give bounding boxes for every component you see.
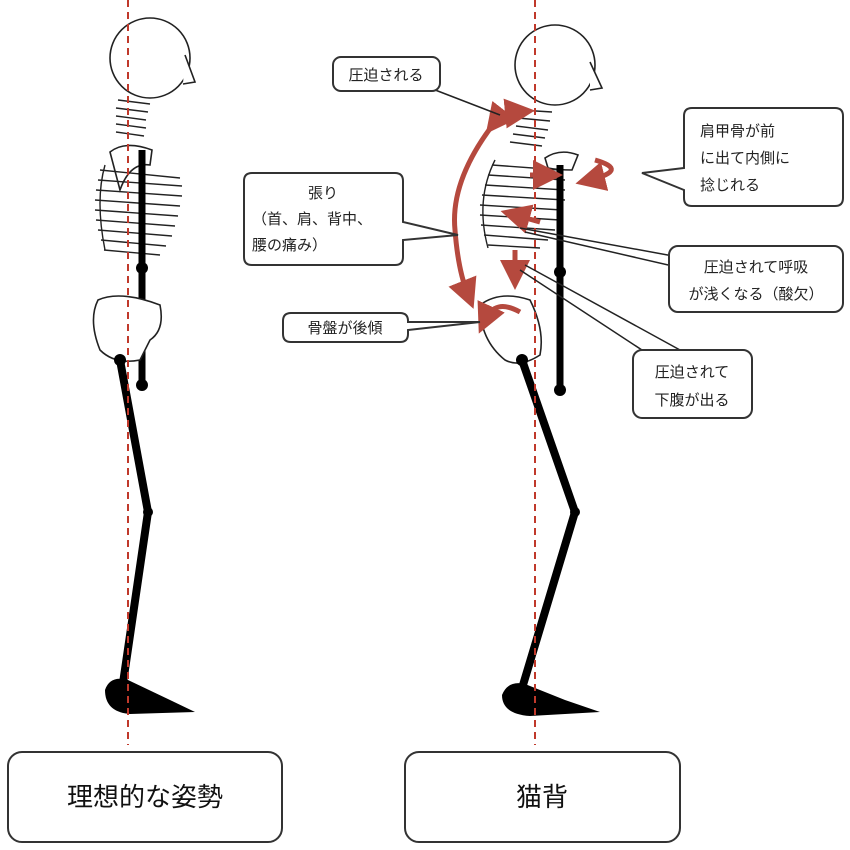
leg — [516, 358, 580, 697]
leg — [116, 359, 153, 691]
skull — [109, 17, 191, 99]
callout-text-line: 張り — [308, 184, 338, 202]
hunched-posture-skeleton — [448, 0, 614, 745]
callout-pelvis: 骨盤が後傾 — [282, 312, 481, 343]
callout-text-line: 圧迫されて呼吸 — [704, 258, 809, 276]
cervical-spine — [115, 99, 151, 137]
callout-text-line: に出て内側に — [700, 149, 790, 167]
ribcage — [479, 159, 566, 249]
callout-text-line: 下腹が出る — [654, 391, 729, 409]
caption-text: 猫背 — [516, 783, 568, 813]
caption-hunched-back: 猫背 — [404, 751, 681, 843]
stress-arrows — [448, 98, 614, 334]
callout-breathing: 圧迫されて呼吸 が浅くなる（酸欠） — [519, 227, 844, 313]
callout-text-line: 腰の痛み） — [252, 236, 327, 254]
jaw — [589, 61, 604, 91]
callout-text-line: （首、肩、背中、 — [252, 210, 372, 228]
caption-ideal-posture: 理想的な姿勢 — [7, 751, 283, 843]
callout-text-line: 肩甲骨が前 — [700, 122, 775, 140]
callout-text-line: 圧迫されて — [655, 363, 730, 381]
callout-neck-compressed: 圧迫される — [332, 56, 501, 116]
jaw — [182, 54, 197, 85]
caption-text: 理想的な姿勢 — [67, 783, 223, 813]
callout-text: 骨盤が後傾 — [307, 319, 382, 337]
callout-text: 圧迫される — [348, 66, 423, 84]
skull — [514, 24, 596, 106]
callout-abdomen: 圧迫されて 下腹が出る — [519, 264, 753, 419]
cervical-spine — [509, 109, 553, 147]
callout-text-line: 捻じれる — [700, 176, 760, 194]
callout-text-line: が浅くなる（酸欠） — [688, 285, 823, 303]
foot — [105, 678, 195, 714]
foot — [502, 683, 600, 716]
ideal-posture-skeleton — [92, 0, 197, 745]
callout-tension: 張り （首、肩、背中、 腰の痛み） — [243, 172, 459, 266]
callout-scapula: 肩甲骨が前 に出て内側に 捻じれる — [641, 107, 844, 207]
